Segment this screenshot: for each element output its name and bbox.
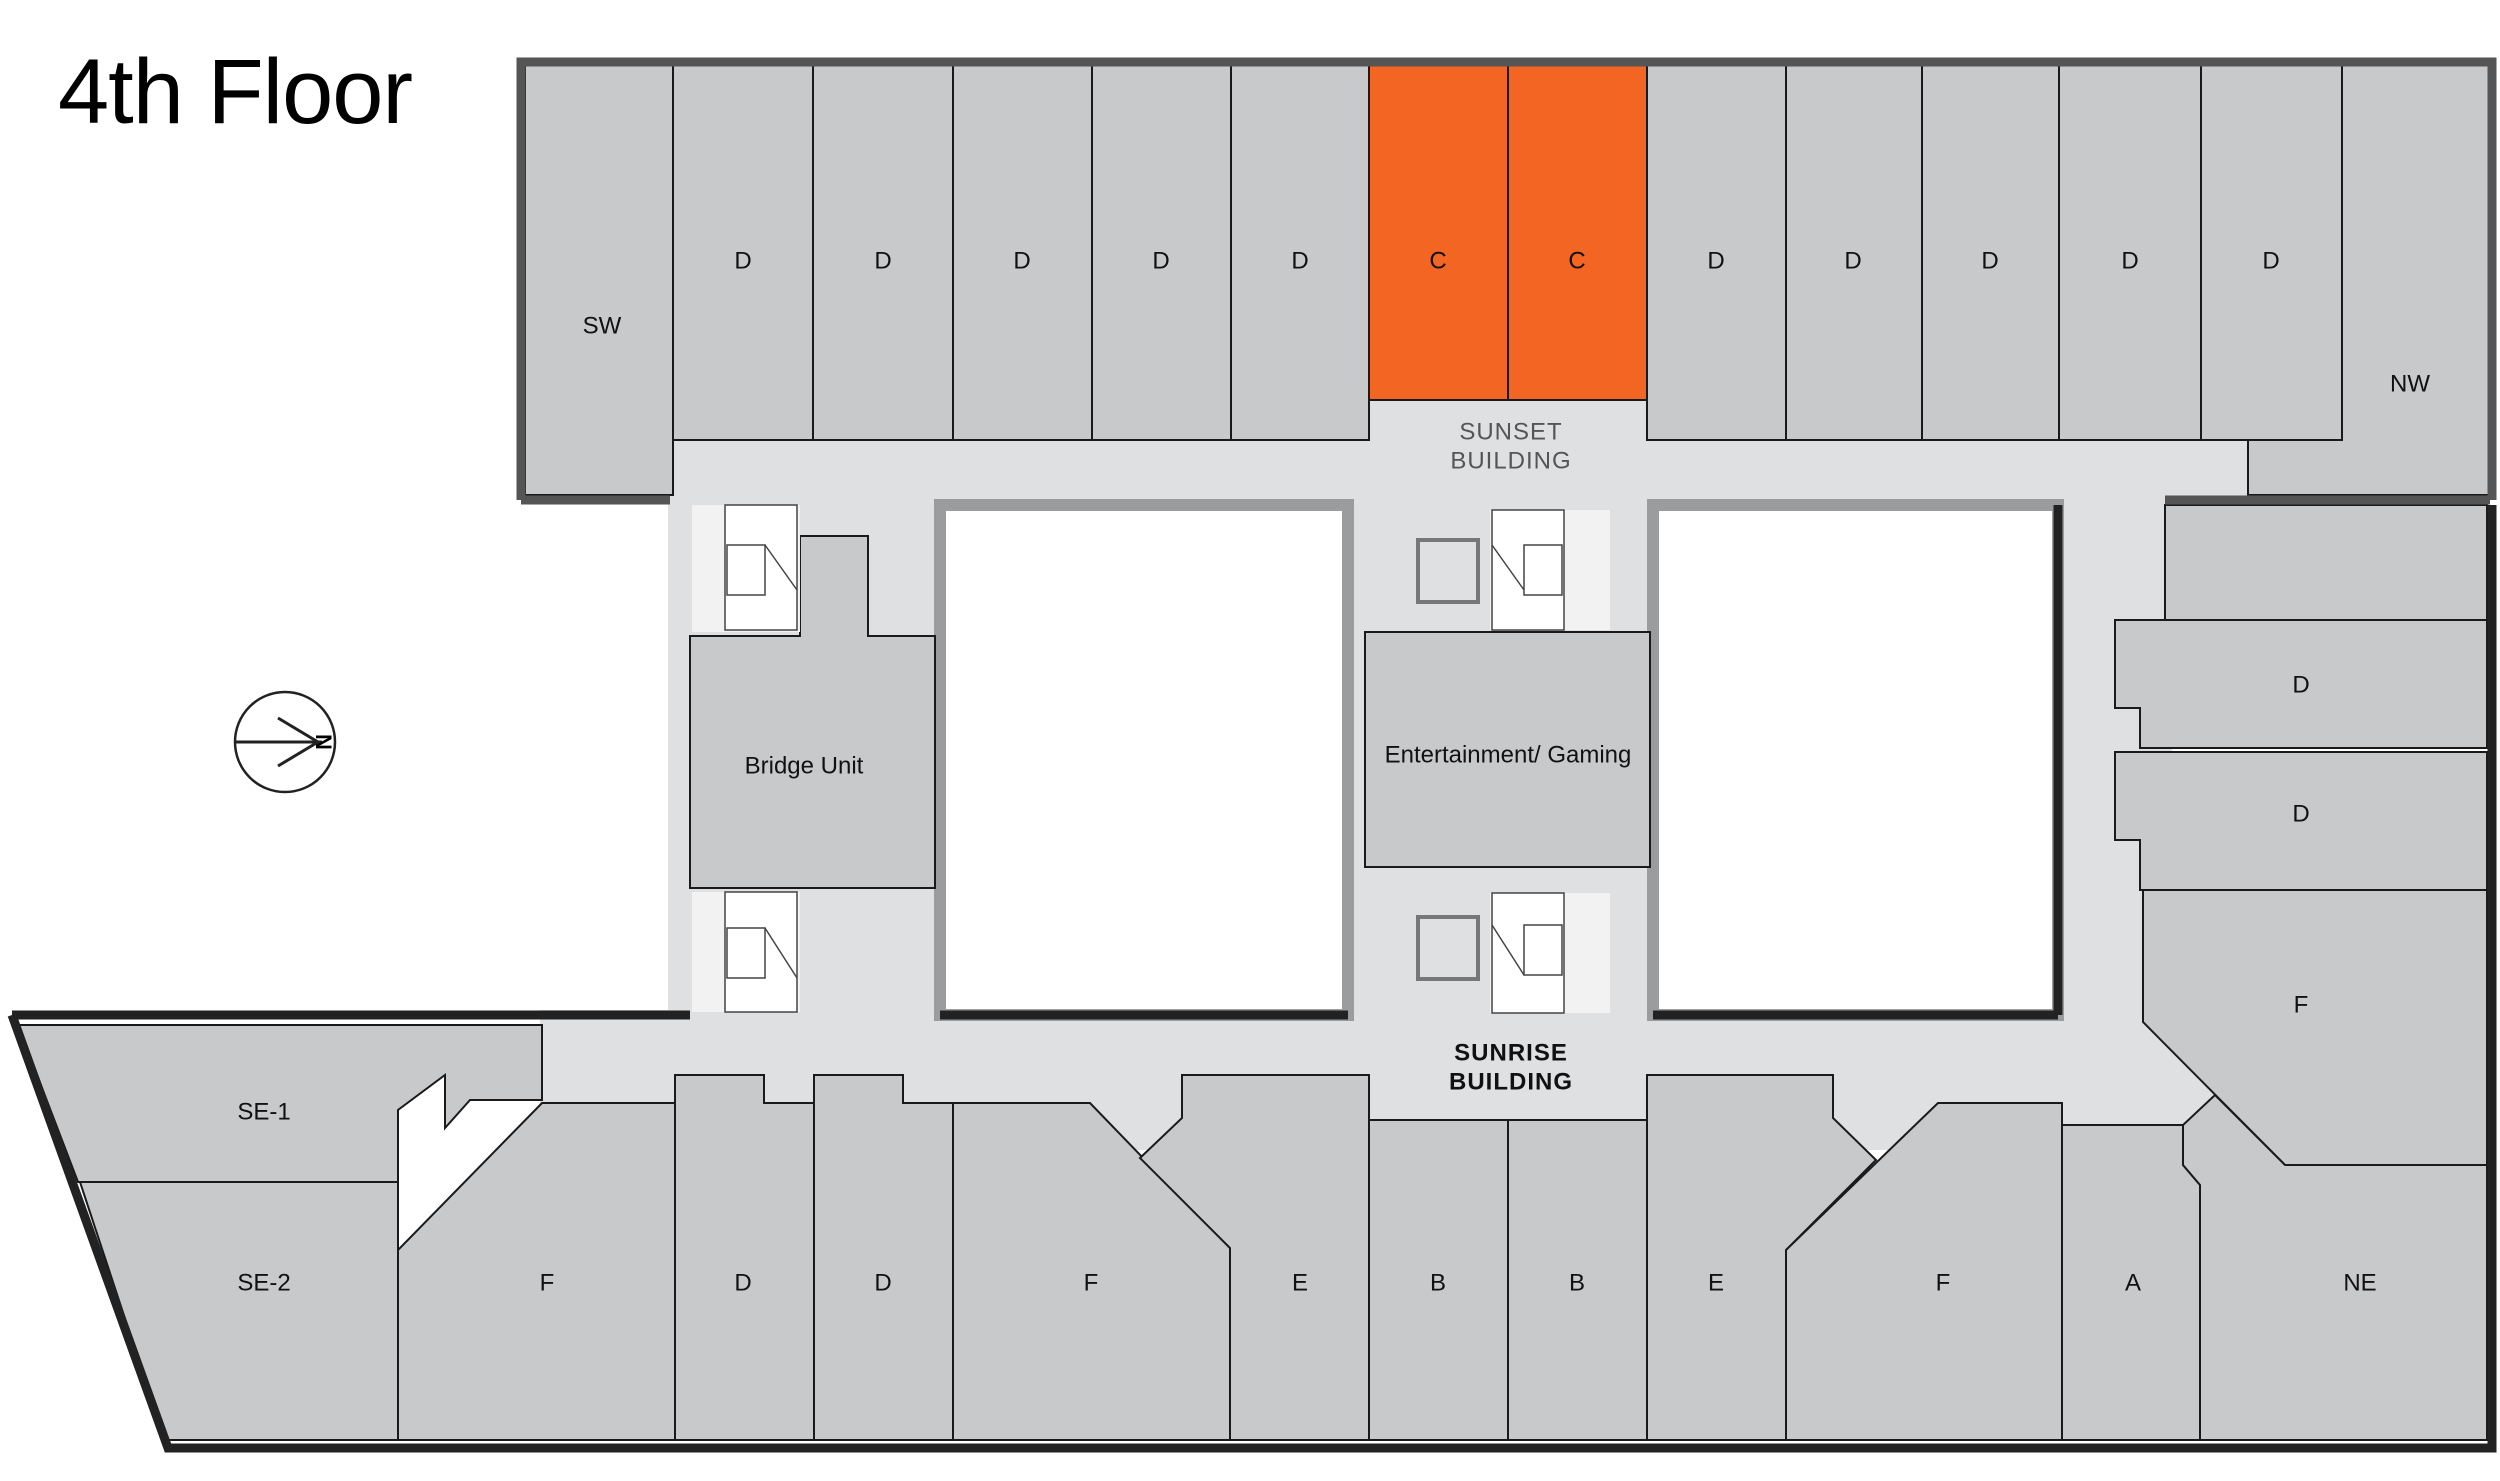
courtyard-east	[1647, 499, 2064, 1021]
unit-bottom-d1[interactable]	[674, 1074, 815, 1441]
unit-ne[interactable]	[2182, 1093, 2488, 1441]
sunset-building-label: BUILDING	[1450, 447, 1571, 474]
unit-label: D	[1291, 247, 1308, 274]
unit-label: A	[2125, 1269, 2141, 1296]
unit-bottom-d2[interactable]	[813, 1074, 954, 1441]
label-nw: NW	[2390, 370, 2430, 397]
building-labels: SUNSET BUILDING SUNRISE BUILDING	[1449, 418, 1573, 1095]
sunrise-building-label: SUNRISE	[1454, 1039, 1568, 1066]
unit-top-9[interactable]	[1646, 64, 1787, 441]
unit-sw[interactable]	[524, 64, 674, 496]
label-ne: NE	[2343, 1269, 2376, 1296]
unit-top-11[interactable]	[1921, 64, 2060, 441]
unit-label: B	[1430, 1269, 1446, 1296]
unit-label: E	[1292, 1269, 1308, 1296]
unit-top-12[interactable]	[2058, 64, 2202, 441]
label-sw: SW	[583, 312, 622, 339]
stair-icon	[724, 891, 798, 1013]
unit-top-7[interactable]	[1368, 64, 1509, 401]
north-arrow-icon: N	[233, 690, 337, 794]
courtyard-west	[934, 499, 1354, 1021]
unit-labels: SW D D D D D C C D D D D D NW D D F SE-1…	[237, 247, 2430, 1296]
unit-bottom-f1[interactable]	[397, 1102, 676, 1441]
entertainment-label: Entertainment/ Gaming	[1385, 741, 1632, 768]
unit-label: D	[2292, 671, 2309, 698]
label-se-1: SE-1	[237, 1098, 290, 1125]
unit-label: D	[734, 247, 751, 274]
top-units	[524, 64, 2491, 496]
unit-right-top[interactable]	[2164, 504, 2488, 621]
stair-icon	[724, 504, 798, 631]
unit-top-13[interactable]	[2200, 64, 2343, 441]
elevator-icon	[1416, 538, 1480, 604]
page-title: 4th Floor	[58, 41, 413, 143]
sunset-building-label: SUNSET	[1459, 418, 1562, 445]
unit-bottom-b1[interactable]	[1368, 1119, 1509, 1441]
unit-label: F	[540, 1269, 555, 1296]
unit-label: D	[2121, 247, 2138, 274]
unit-bottom-f3[interactable]	[1785, 1102, 2063, 1441]
unit-label: D	[2262, 247, 2279, 274]
unit-label: D	[734, 1269, 751, 1296]
sunrise-building-label: BUILDING	[1449, 1068, 1573, 1095]
entertainment-gaming[interactable]	[1364, 631, 1651, 868]
unit-label: D	[1013, 247, 1030, 274]
walls	[7, 57, 2497, 1453]
unit-label: E	[1708, 1269, 1724, 1296]
compass-letter: N	[311, 734, 336, 750]
unit-top-4[interactable]	[952, 64, 1093, 441]
unit-label: C	[1568, 247, 1585, 274]
right-units	[2114, 504, 2488, 1166]
unit-label: F	[1936, 1269, 1951, 1296]
bottom-units	[16, 1024, 2488, 1441]
unit-label: B	[1569, 1269, 1585, 1296]
unit-right-2[interactable]	[2114, 751, 2488, 891]
unit-top-10[interactable]	[1785, 64, 1923, 441]
label-se-2: SE-2	[237, 1269, 290, 1296]
elevator-icon	[1416, 915, 1480, 981]
unit-label: D	[2292, 800, 2309, 827]
unit-label: D	[1844, 247, 1861, 274]
unit-right-1[interactable]	[2114, 619, 2488, 749]
bridge-unit-label: Bridge Unit	[745, 752, 864, 779]
stair-icon	[1491, 509, 1565, 631]
unit-label: C	[1429, 247, 1446, 274]
unit-label: F	[1084, 1269, 1099, 1296]
unit-label: D	[874, 1269, 891, 1296]
unit-bottom-b2[interactable]	[1507, 1119, 1648, 1441]
unit-top-8[interactable]	[1507, 64, 1648, 401]
unit-label: D	[1981, 247, 1998, 274]
unit-label: D	[1152, 247, 1169, 274]
unit-label: D	[874, 247, 891, 274]
unit-top-5[interactable]	[1091, 64, 1232, 441]
unit-se-2[interactable]	[78, 1181, 399, 1441]
unit-top-6[interactable]	[1230, 64, 1370, 441]
unit-bottom-e2[interactable]	[1646, 1074, 1878, 1441]
unit-label: D	[1707, 247, 1724, 274]
stair-icon	[1491, 892, 1565, 1014]
vertical-circulation	[692, 504, 1610, 1014]
unit-label: F	[2294, 991, 2309, 1018]
unit-top-3[interactable]	[812, 64, 954, 441]
amenities	[689, 535, 1651, 889]
